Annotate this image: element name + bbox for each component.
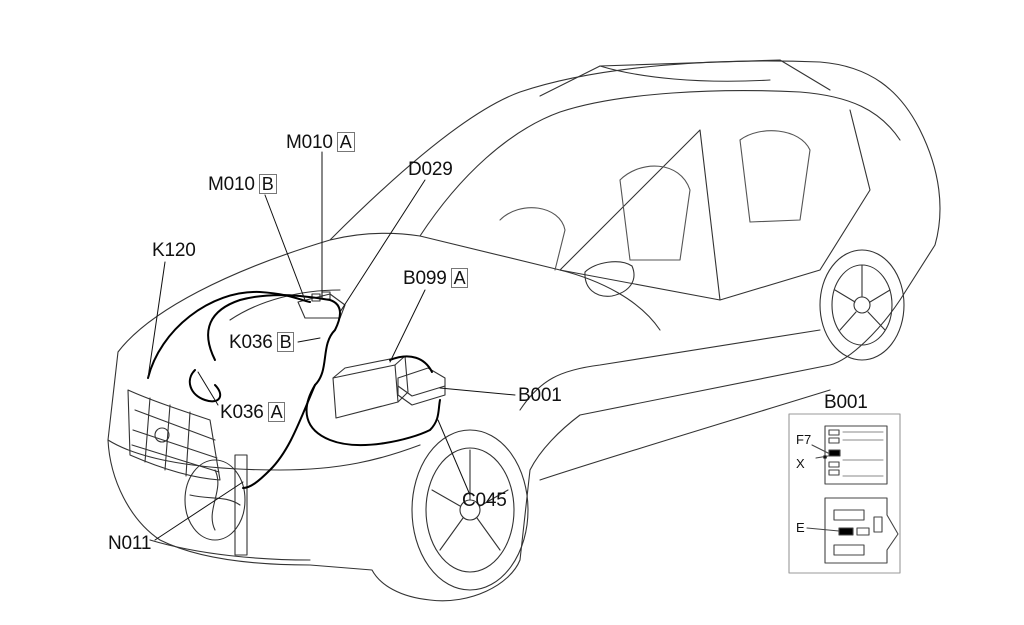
front-wheel (411, 429, 529, 591)
callout-code: K036 (220, 402, 264, 423)
fuse-box (397, 367, 446, 406)
wiring-harness (147, 290, 441, 489)
callout-code: B099 (403, 268, 447, 289)
variant-box: A (336, 132, 355, 152)
interior-seats (499, 130, 811, 271)
rear-wheel (819, 249, 905, 361)
battery (332, 355, 409, 419)
variant-box: A (450, 268, 469, 288)
front-grille (127, 389, 221, 481)
callout-c045: C045 (462, 490, 507, 511)
inset-label-x: X (796, 456, 805, 471)
callout-code: M010 (208, 174, 255, 195)
variant-box: B (258, 174, 277, 194)
inset-label-e: E (796, 520, 805, 535)
variant-box: A (267, 402, 286, 422)
callout-d029: D029 (408, 159, 453, 180)
callout-k120: K120 (152, 240, 196, 261)
car-body (107, 59, 941, 602)
callout-leaders (147, 151, 516, 541)
callout-code: M010 (286, 132, 333, 153)
side-mirror (584, 261, 635, 297)
callout-code: K036 (229, 332, 273, 353)
b001-inset (788, 413, 901, 574)
callout-n011: N011 (108, 533, 152, 554)
variant-box: B (276, 332, 295, 352)
radiator-fan (184, 454, 248, 556)
inset-title: B001 (824, 392, 868, 413)
callout-b001: B001 (518, 385, 562, 406)
inset-label-f7: F7 (796, 432, 812, 447)
